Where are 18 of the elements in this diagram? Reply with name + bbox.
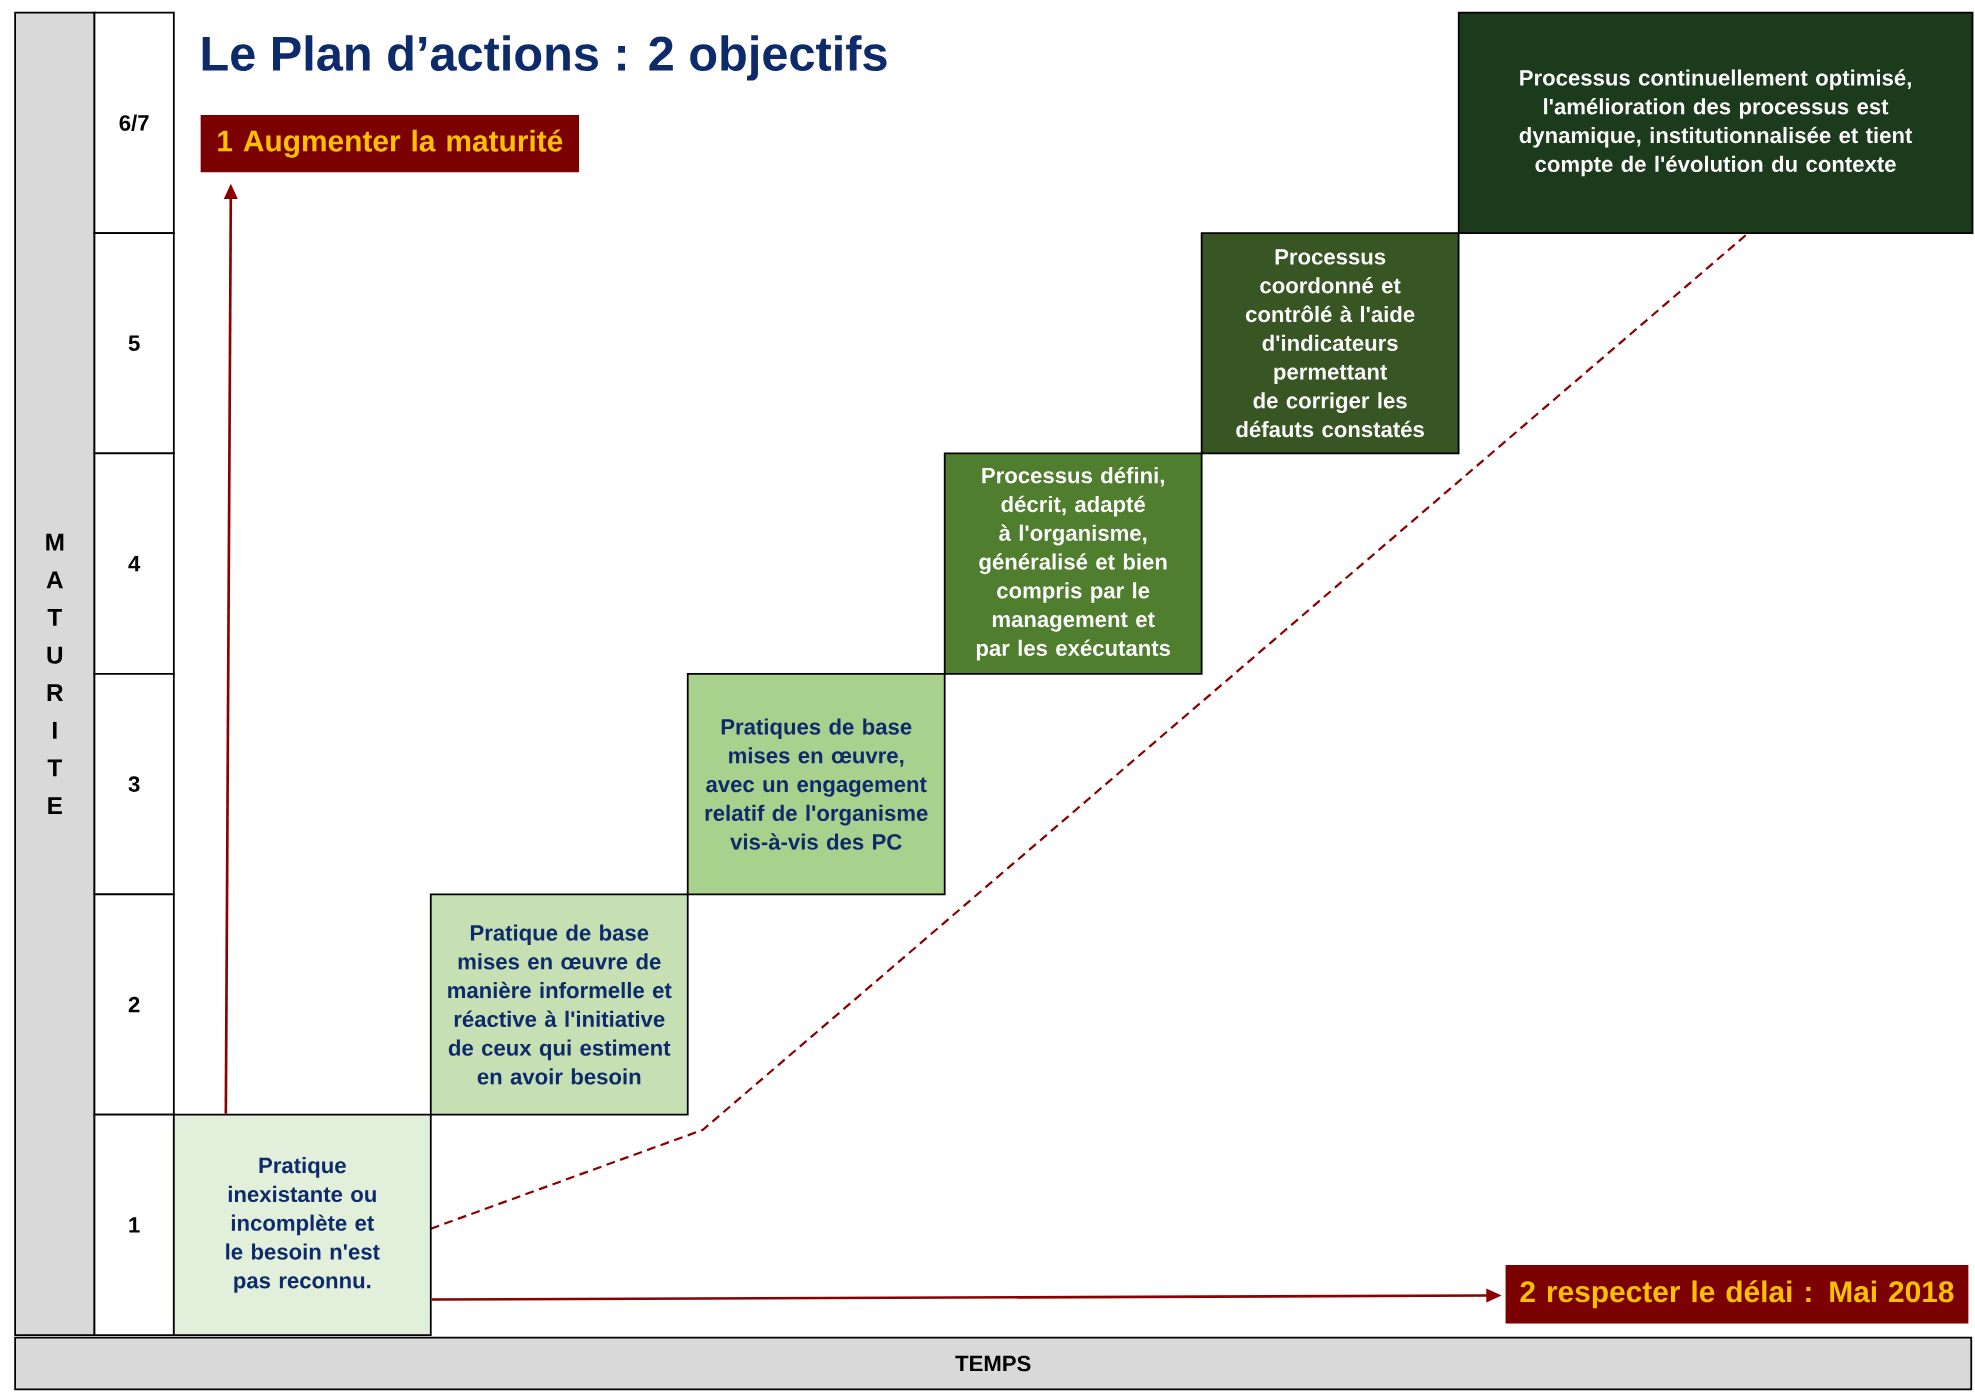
level-cell: 4 xyxy=(93,452,175,675)
step-box: Processus coordonné et contrôlé à l'aide d'indicateurs permettant de corriger les défauts constatés xyxy=(1200,232,1460,455)
level-cell: 2 xyxy=(93,893,175,1116)
level-cell: 6/7 xyxy=(93,11,175,235)
trend-curve xyxy=(430,232,1749,1230)
step-box: Pratique inexistante ou incomplète et le besoin n'est pas reconnu. xyxy=(172,1114,432,1337)
level-cell: 3 xyxy=(93,673,175,896)
axis-band: TEMPS xyxy=(14,1336,1973,1391)
step-box: Pratiques de base mises en œuvre, avec un engagement relatif de l'organisme vis-à-vis des PC xyxy=(686,673,946,896)
goal-box: 2 respecter le délai : Mai 2018 xyxy=(1505,1265,1969,1324)
level-cell: 1 xyxy=(93,1114,175,1337)
level-cell: 5 xyxy=(93,232,175,455)
step-box: Processus défini, décrit, adapté à l'organisme, généralisé et bien compris par le management et par les exécutants xyxy=(943,452,1203,675)
title: Le Plan d’actions : 2 objectifs xyxy=(202,35,887,81)
step-box: Processus continuellement optimisé, l'amélioration des processus est dynamique, institutionnalisée et tient compte de l'évolution du contexte xyxy=(1457,11,1974,235)
axis-band: MATURITE xyxy=(14,11,96,1337)
goal-box: 1 Augmenter la maturité xyxy=(200,115,580,173)
step-box: Pratique de base mises en œuvre de manière informelle et réactive à l'initiative de ceux qui estiment en avoir besoin xyxy=(429,893,689,1116)
